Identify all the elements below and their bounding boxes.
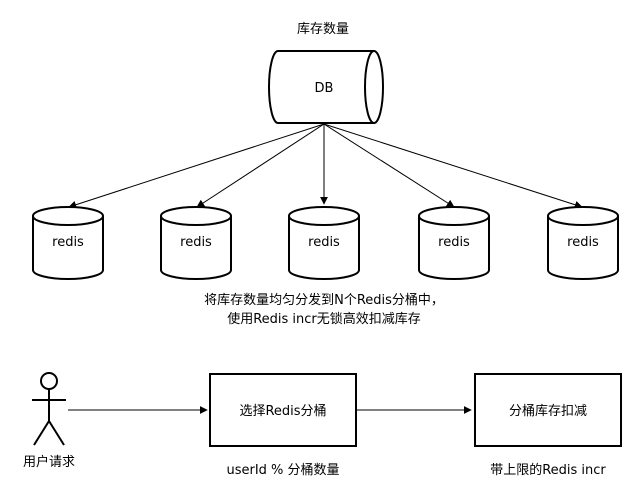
note-line-2: 使用Redis incr无锁高效扣减库存 [227,311,421,327]
redis-label: redis [180,235,212,250]
arrow-to-bucket-1 [68,123,325,209]
redis-bucket-2: redis [160,206,232,280]
db-title: 库存数量 [297,21,349,37]
arrow-to-bucket-4 [323,123,455,208]
redis-label: redis [52,235,84,250]
db-label: DB [315,81,334,96]
select-bucket-box: 选择Redis分桶 [209,373,357,447]
note-line-1: 将库存数量均匀分发到N个Redis分桶中， [204,292,444,308]
arrow-to-bucket-2 [196,123,325,208]
redis-label: redis [438,235,470,250]
select-bucket-label: 选择Redis分桶 [239,404,326,419]
redis-bucket-4: redis [418,206,490,280]
db-to-bucket-arrows [68,123,583,209]
redis-label: redis [308,235,340,250]
actor-label: 用户请求 [23,454,75,470]
deduct-caption: 带上限的Redis incr [490,462,606,478]
redis-bucket-5: redis [547,206,619,280]
redis-bucket-1: redis [32,206,104,280]
deduct-label: 分桶库存扣减 [509,403,587,419]
redis-label: redis [567,235,599,250]
select-bucket-caption: userId % 分桶数量 [226,463,339,478]
db-cylinder: DB [268,50,384,124]
arrow-to-bucket-5 [323,123,583,209]
redis-bucket-3: redis [288,206,360,280]
user-actor [32,372,66,446]
deduct-box: 分桶库存扣减 [474,373,622,447]
